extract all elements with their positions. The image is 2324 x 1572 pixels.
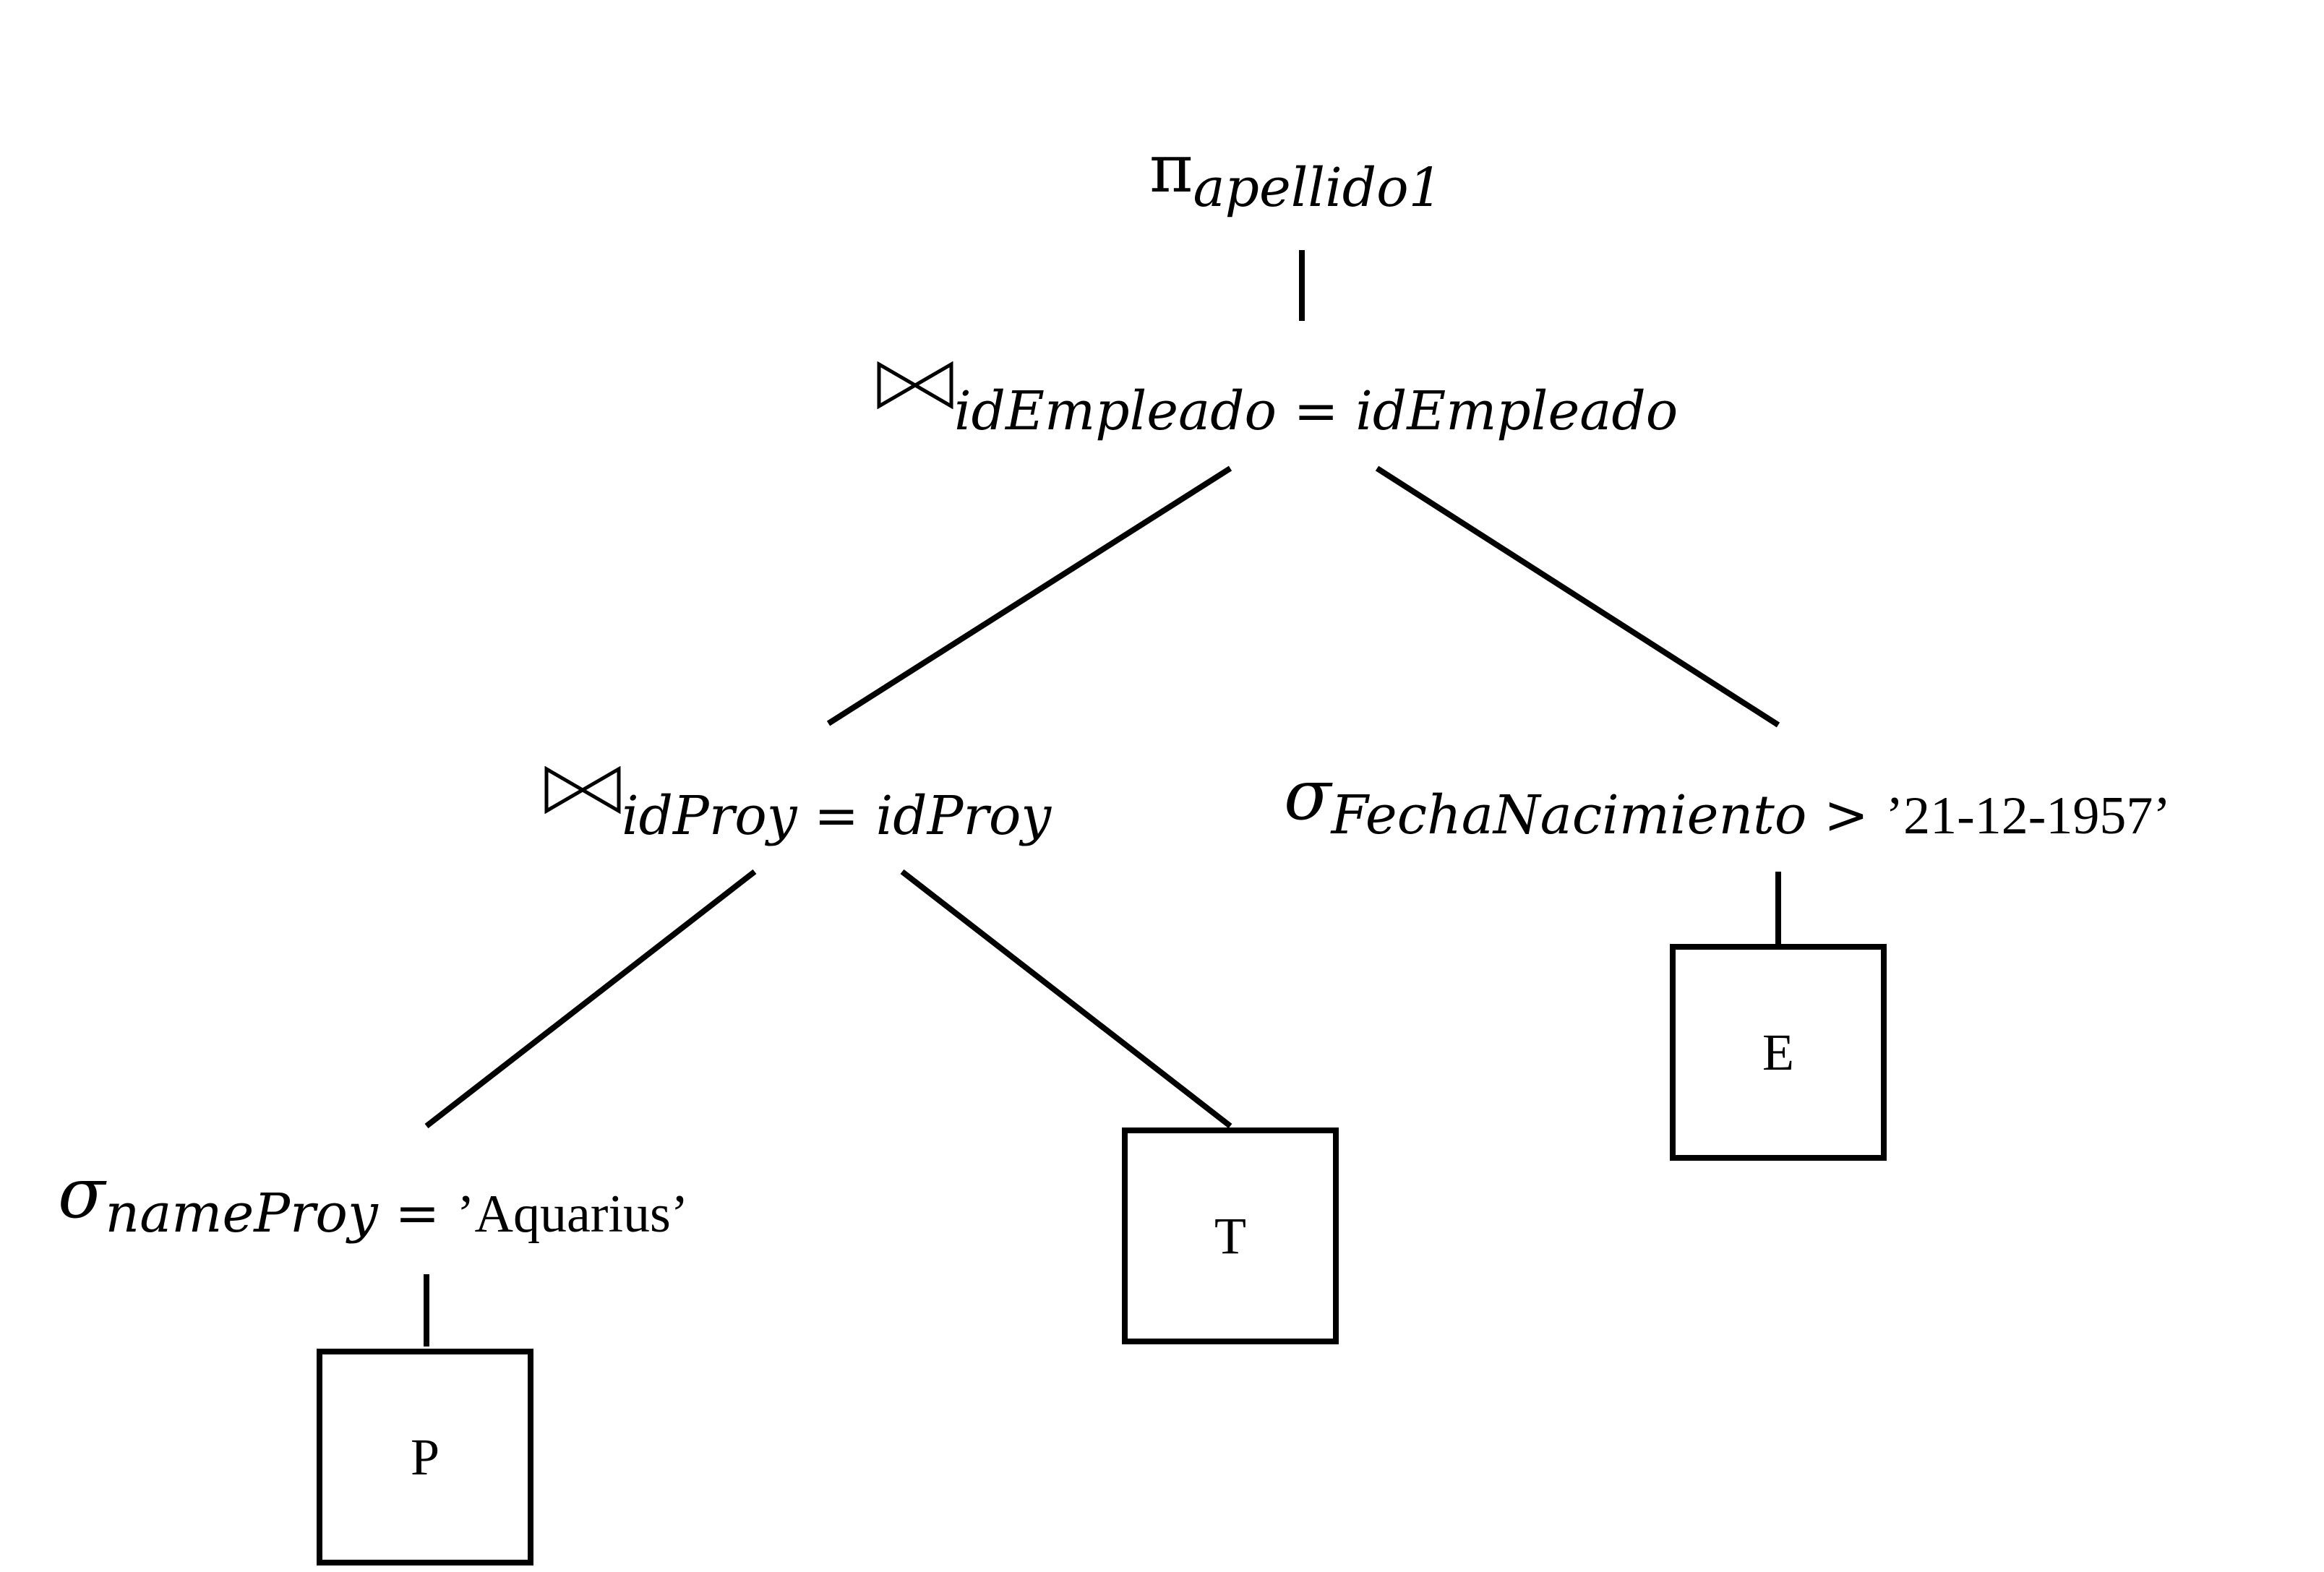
join-project-node: idProy = idProy: [544, 766, 1051, 843]
join-employee-node: idEmpleado = idEmpleado: [876, 361, 1678, 438]
select-birthdate-attribute: FechaNacimiento: [1331, 784, 1807, 846]
bowtie-join-icon: [877, 361, 953, 409]
join-project-condition: idProy = idProy: [622, 785, 1051, 847]
relation-t-box: T: [1122, 1128, 1339, 1344]
relation-p-box: P: [317, 1349, 533, 1565]
join-employee-right-attr: idEmpleado: [1355, 380, 1678, 442]
projection-symbol: π: [1149, 130, 1193, 207]
relation-e-label: E: [1762, 1023, 1794, 1081]
sigma-symbol: σ: [1284, 755, 1332, 836]
edge-join-project-to-select-project-name: [424, 869, 757, 1129]
join-employee-left-attr: idEmpleado: [954, 380, 1277, 442]
select-project-name-operator: =: [395, 1182, 440, 1245]
select-project-name-node: σnameProy = ’Aquarius’: [58, 1159, 688, 1241]
select-birthdate-node: σFechaNacimiento > ’21-12-1957’: [1284, 760, 2171, 843]
join-employee-operator: =: [1293, 380, 1339, 442]
relation-t-label: T: [1214, 1206, 1246, 1265]
edge-join-project-to-relation-t: [900, 869, 1232, 1129]
sigma-symbol: σ: [58, 1153, 106, 1234]
join-project-operator: =: [814, 785, 859, 847]
edge-join-employee-to-select-birthdate: [1375, 465, 1780, 728]
relation-e-box: E: [1670, 944, 1887, 1161]
projection-attribute: apellido1: [1193, 157, 1443, 219]
bowtie-join-icon: [544, 766, 621, 814]
select-birthdate-condition: FechaNacimiento > ’21-12-1957’: [1332, 784, 2171, 846]
join-employee-condition: idEmpleado = idEmpleado: [954, 380, 1678, 442]
select-birthdate-operator: >: [1823, 784, 1869, 846]
select-project-name-attribute: nameProy: [105, 1182, 378, 1245]
relation-p-label: P: [410, 1427, 440, 1486]
select-project-name-condition: nameProy = ’Aquarius’: [106, 1182, 689, 1245]
projection-node: πapellido1: [1149, 136, 1443, 215]
select-project-name-value: ’Aquarius’: [456, 1185, 689, 1244]
select-birthdate-value: ’21-12-1957’: [1885, 786, 2171, 846]
edge-join-employee-to-join-project: [826, 465, 1232, 726]
join-project-left-attr: idProy: [622, 785, 797, 847]
join-project-right-attr: idProy: [875, 785, 1052, 847]
